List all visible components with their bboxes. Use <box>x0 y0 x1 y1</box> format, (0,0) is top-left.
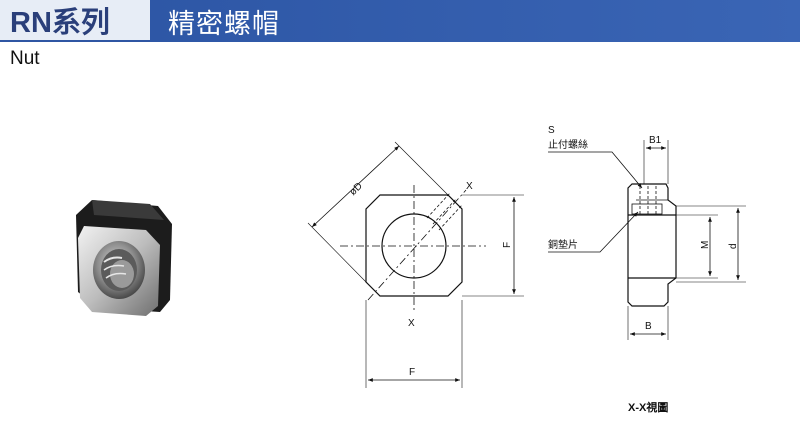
screw-code-label: S <box>548 125 555 136</box>
width-label-right: F <box>502 242 513 248</box>
series-box: RN系列 <box>0 0 150 42</box>
page-title: 精密螺帽 <box>168 8 280 39</box>
section-view <box>548 140 746 340</box>
nut-photo <box>76 200 172 316</box>
d-label: d <box>728 243 739 249</box>
section-mark-top: X <box>466 181 473 192</box>
b1-label: B1 <box>649 135 662 146</box>
copper-pad-label: 銅墊片 <box>548 238 578 251</box>
set-screw-label: 止付螺絲 <box>548 138 588 151</box>
width-label-bottom: F <box>409 367 415 378</box>
page-subtitle: Nut <box>10 48 40 69</box>
header-banner: RN系列 精密螺帽 <box>0 0 800 42</box>
diameter-label: øD <box>348 181 365 198</box>
series-label: RN系列 <box>10 7 110 39</box>
m-label: M <box>700 241 711 249</box>
section-mark-bottom: X <box>408 318 415 329</box>
section-caption: X-X視圖 <box>628 400 668 414</box>
title-box: 精密螺帽 <box>150 0 800 42</box>
b-label: B <box>645 321 652 332</box>
front-view <box>307 141 524 388</box>
